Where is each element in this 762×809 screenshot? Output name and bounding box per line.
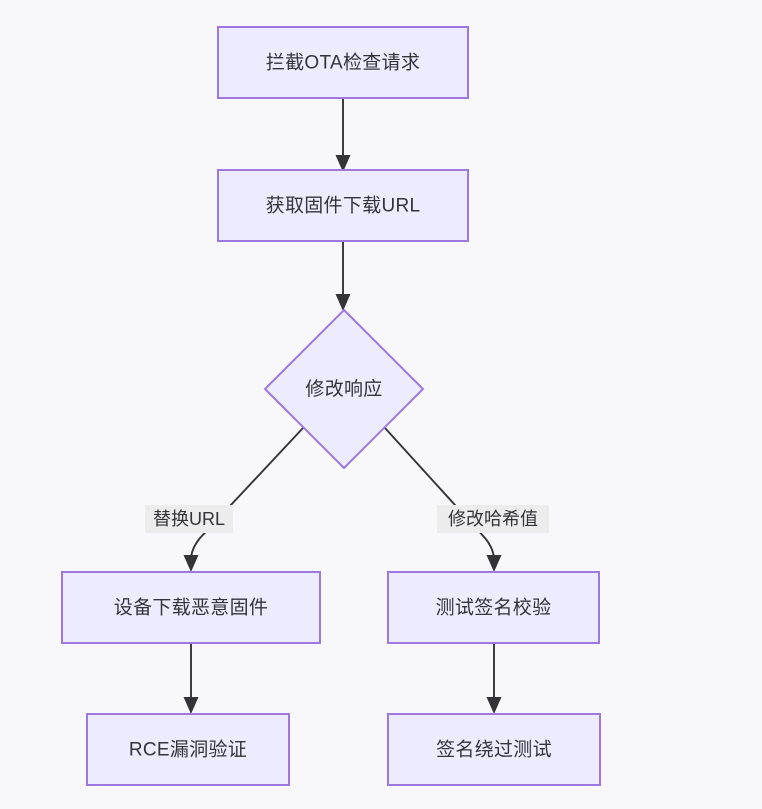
arrowhead-icon (335, 294, 351, 311)
arrowhead-icon (486, 555, 502, 572)
node-label: 测试签名校验 (436, 597, 552, 619)
node-label: 签名绕过测试 (436, 739, 552, 761)
arrowhead-icon (183, 697, 199, 714)
edge-label-text: 修改哈希值 (448, 509, 538, 529)
node-modify-response[interactable]: 修改响应 (263, 308, 425, 470)
node-rce-vulnerability-verification[interactable]: RCE漏洞验证 (86, 713, 290, 786)
edge-label-background (145, 505, 233, 533)
node-download-malicious-firmware[interactable]: 设备下载恶意固件 (61, 571, 321, 644)
edge-label-text: 替换URL (153, 509, 225, 529)
node-intercept-ota-request[interactable]: 拦截OTA检查请求 (217, 26, 469, 99)
arrowhead-icon (335, 155, 351, 172)
node-shape-rectangle (217, 169, 469, 242)
edge-download-malicious-to-rce-verify (183, 643, 199, 714)
node-test-signature-verification[interactable]: 测试签名校验 (387, 571, 600, 644)
node-label: 拦截OTA检查请求 (266, 52, 420, 74)
node-label: 获取固件下载URL (266, 195, 421, 217)
node-shape-rectangle (61, 571, 321, 644)
edge-intercept-to-get-url (335, 98, 351, 172)
node-shape-rectangle (387, 713, 601, 786)
node-signature-bypass-test[interactable]: 签名绕过测试 (387, 713, 601, 786)
edge-label-background (437, 505, 549, 533)
edge-label-replace-url: 替换URL (145, 505, 233, 533)
node-label: 修改响应 (305, 378, 382, 400)
arrowhead-icon (486, 697, 502, 714)
node-shape-rectangle (217, 26, 469, 99)
node-label: RCE漏洞验证 (129, 739, 247, 761)
node-get-firmware-url[interactable]: 获取固件下载URL (217, 169, 469, 242)
edge-modify-response-to-download-malicious: 替换URL (145, 427, 304, 572)
node-shape-rectangle (86, 713, 290, 786)
edge-label-modify-hash: 修改哈希值 (437, 505, 549, 533)
edge-modify-response-to-test-signature: 修改哈希值 (384, 427, 549, 572)
arrowhead-icon (183, 555, 199, 572)
edge-line (190, 427, 304, 561)
node-shape-rectangle (387, 571, 600, 644)
edge-line (384, 427, 495, 561)
node-label: 设备下载恶意固件 (114, 597, 268, 619)
node-shape-diamond (263, 308, 425, 470)
edge-get-url-to-modify-response (335, 240, 351, 311)
edge-test-signature-to-signature-bypass (486, 643, 502, 714)
